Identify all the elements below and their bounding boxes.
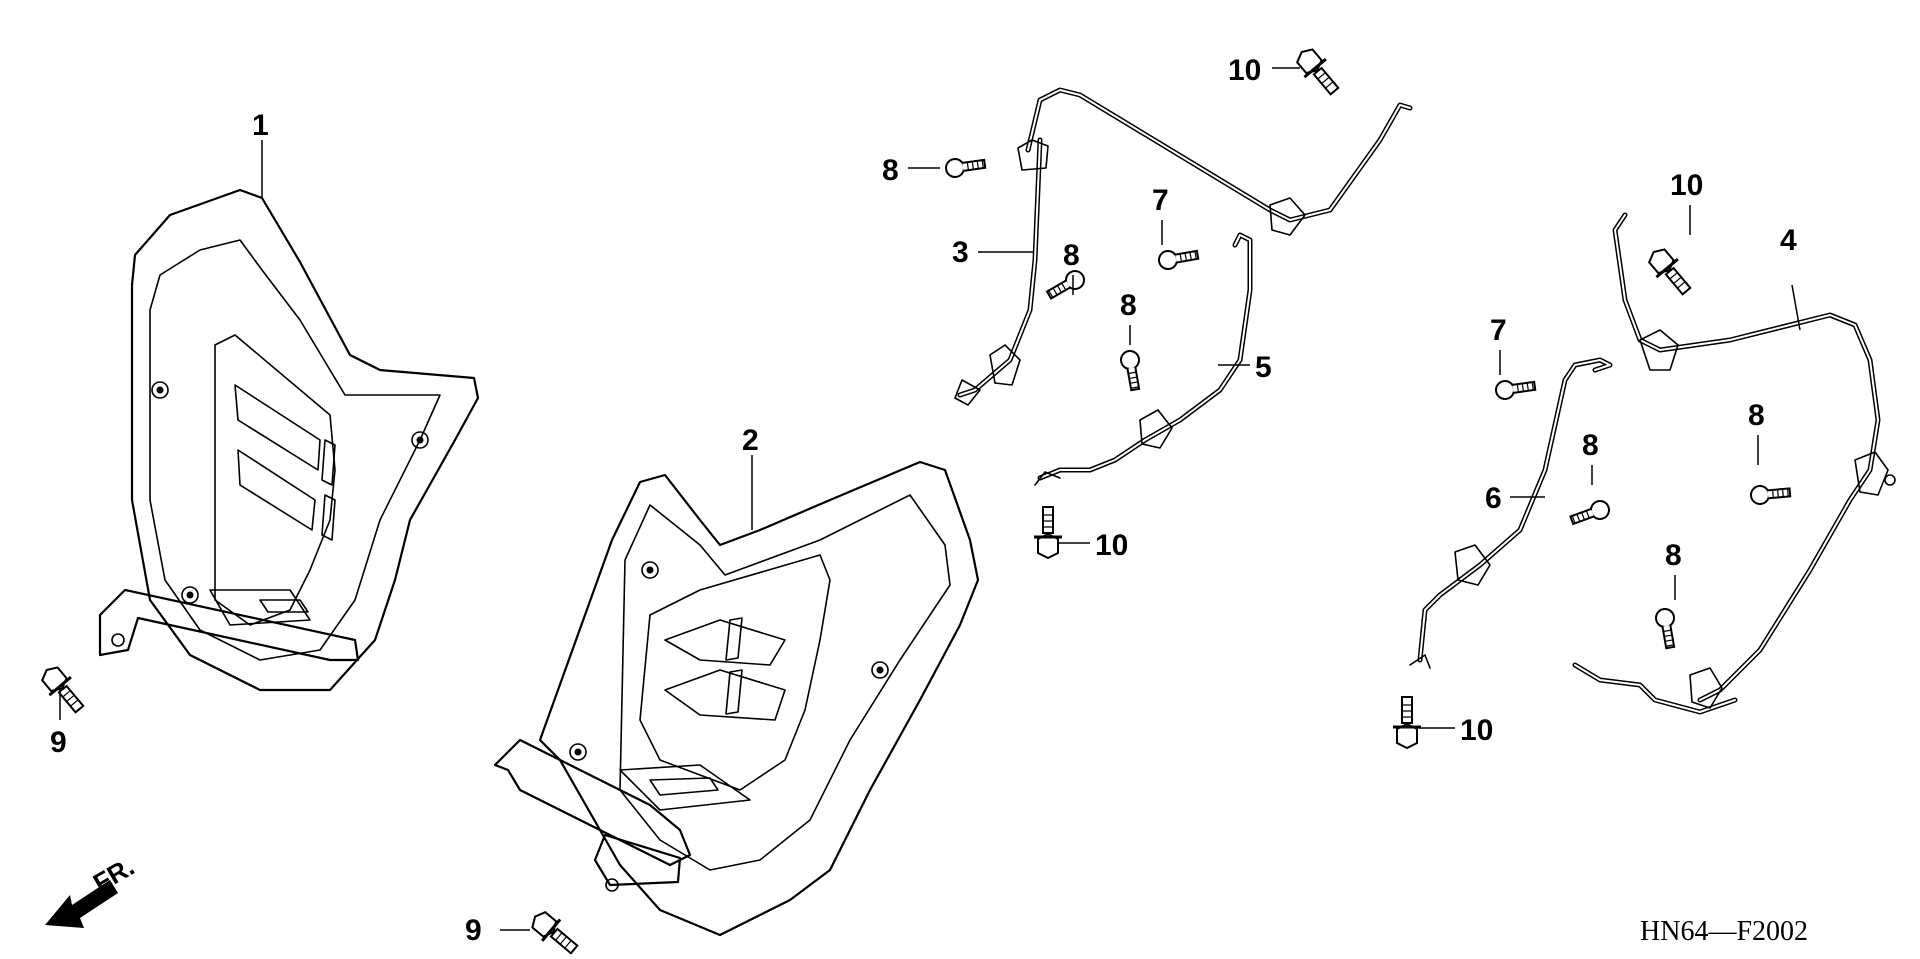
callout-6: 6 — [1485, 482, 1502, 515]
front-arrow-icon — [45, 880, 118, 928]
callout-1: 1 — [252, 109, 269, 142]
part-4-stay — [1572, 212, 1896, 715]
part-6-stay — [1409, 357, 1613, 669]
callout-8d: 8 — [1582, 429, 1599, 462]
diagram-code: HN64—F2002 — [1640, 916, 1808, 947]
front-direction-indicator: FR. — [45, 851, 139, 928]
callout-5: 5 — [1255, 351, 1272, 384]
callout-7a: 7 — [1152, 184, 1169, 217]
callout-3: 3 — [952, 236, 969, 269]
callout-8f: 8 — [1665, 539, 1682, 572]
callout-10a: 10 — [1228, 54, 1261, 87]
callout-2: 2 — [742, 424, 759, 457]
callout-8e: 8 — [1748, 399, 1765, 432]
callout-10c: 10 — [1670, 169, 1703, 202]
leader-lines — [59, 67, 1801, 931]
part-1-left-cover — [98, 188, 480, 692]
callout-labels: 1 2 3 4 5 6 7 7 8 8 8 8 8 8 9 9 10 10 10… — [50, 54, 1797, 947]
callout-9a: 9 — [50, 726, 67, 759]
callout-7b: 7 — [1490, 314, 1507, 347]
callout-10b: 10 — [1095, 529, 1128, 562]
callout-8a: 8 — [882, 154, 899, 187]
part-3-stay — [954, 87, 1413, 406]
callout-8c: 8 — [1120, 289, 1137, 322]
callout-4: 4 — [1780, 224, 1797, 257]
callout-10d: 10 — [1460, 714, 1493, 747]
callout-8b: 8 — [1063, 239, 1080, 272]
part-2-right-cover — [493, 460, 980, 937]
callout-9b: 9 — [465, 914, 482, 947]
part-5-stay — [1034, 232, 1253, 486]
